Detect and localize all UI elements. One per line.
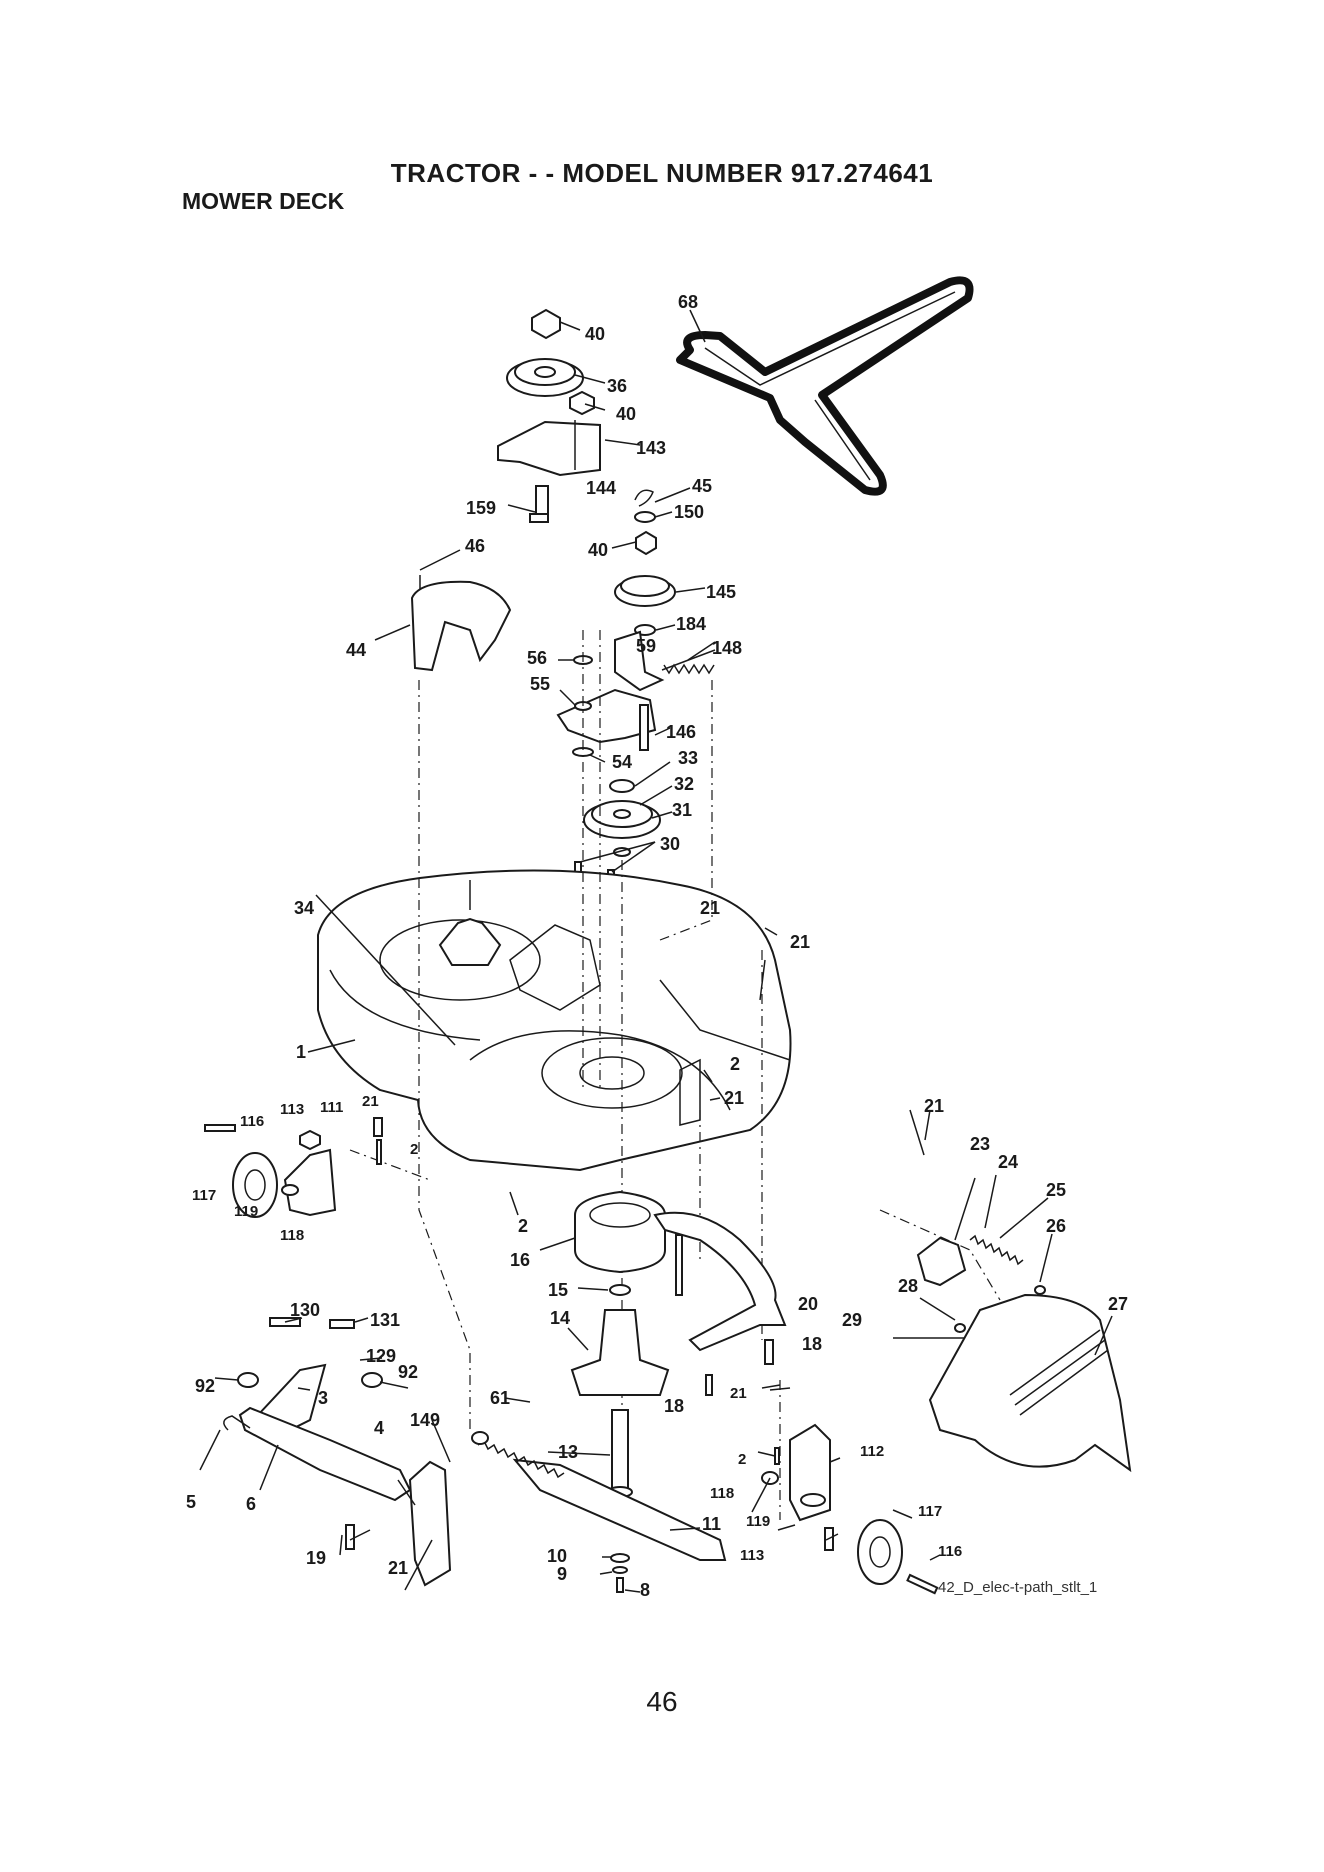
front-linkage (223, 1317, 452, 1587)
callout-150: 150 (674, 502, 704, 522)
callout-5: 5 (186, 1492, 196, 1512)
callout-118-a: 118 (280, 1227, 304, 1244)
callout-117-a: 117 (192, 1187, 216, 1204)
callout-18-b: 18 (664, 1396, 684, 1416)
callout-45: 45 (692, 476, 712, 496)
callout-25: 25 (1046, 1180, 1066, 1200)
idler-assembly-middle (614, 489, 676, 636)
callout-148: 148 (712, 638, 742, 658)
callout-21-f: 21 (730, 1385, 747, 1402)
leader-lines (199, 309, 1113, 1593)
callout-31: 31 (672, 800, 692, 820)
page-title: TRACTOR - - MODEL NUMBER 917.274641 (390, 158, 934, 188)
callout-116-b: 116 (938, 1543, 962, 1560)
callout-11: 11 (702, 1514, 721, 1534)
callout-10: 10 (547, 1546, 567, 1566)
callout-2-a: 2 (730, 1054, 740, 1074)
tension-spring (471, 1431, 565, 1479)
callout-40-a: 40 (585, 324, 605, 344)
callout-13: 13 (558, 1442, 578, 1462)
callout-21-a: 21 (700, 898, 720, 918)
callout-14: 14 (550, 1308, 570, 1328)
callout-34: 34 (294, 898, 314, 918)
callout-113-a: 113 (280, 1101, 304, 1118)
callout-111: 111 (320, 1099, 343, 1116)
drawing-reference: 42_D_elec-t-path_stlt_1 (938, 1579, 1097, 1596)
callout-143: 143 (636, 438, 666, 458)
callout-117-b: 117 (918, 1503, 942, 1520)
callout-59: 59 (636, 636, 656, 656)
page-number: 46 (646, 1686, 678, 1717)
callout-3: 3 (318, 1388, 328, 1408)
callout-119-a: 119 (234, 1203, 258, 1220)
callout-21-b: 21 (790, 932, 810, 952)
discharge-chute (893, 1234, 1132, 1473)
callout-40-c: 40 (588, 540, 608, 560)
right-gauge-wheel (761, 1423, 939, 1595)
callout-144: 144 (586, 478, 616, 498)
callout-27: 27 (1108, 1294, 1128, 1314)
callout-33: 33 (678, 748, 698, 768)
callout-145: 145 (706, 582, 736, 602)
callout-119-b: 119 (746, 1513, 770, 1530)
callout-29: 29 (842, 1310, 862, 1330)
callout-8: 8 (640, 1580, 650, 1600)
callout-19: 19 (306, 1548, 326, 1568)
callout-130: 130 (290, 1300, 320, 1320)
callout-113-b: 113 (740, 1547, 764, 1564)
idler-assembly-top (497, 308, 601, 523)
callout-68: 68 (678, 292, 698, 312)
callout-36: 36 (607, 376, 627, 396)
callout-28: 28 (898, 1276, 918, 1296)
callout-18-a: 18 (802, 1334, 822, 1354)
callout-149: 149 (410, 1410, 440, 1430)
callout-118-b: 118 (710, 1485, 734, 1502)
callout-1: 1 (296, 1042, 306, 1062)
callout-20: 20 (798, 1294, 818, 1314)
callout-116-a: 116 (240, 1113, 264, 1130)
left-gauge-wheel (204, 1117, 383, 1218)
callout-23: 23 (970, 1134, 990, 1154)
callout-26: 26 (1046, 1216, 1066, 1236)
callout-131: 131 (370, 1310, 400, 1330)
callout-21-d: 21 (362, 1093, 379, 1110)
callout-6: 6 (246, 1494, 256, 1514)
callout-32: 32 (674, 774, 694, 794)
callout-21-c: 21 (724, 1088, 744, 1108)
callout-55: 55 (530, 674, 550, 694)
callout-2-c: 2 (518, 1216, 528, 1236)
spindle-assembly (512, 1190, 727, 1593)
callout-146: 146 (666, 722, 696, 742)
callout-184: 184 (676, 614, 706, 634)
section-title: MOWER DECK (182, 188, 345, 214)
callout-129: 129 (366, 1346, 396, 1366)
drive-belt (676, 276, 974, 496)
callout-54: 54 (612, 752, 632, 772)
callout-21-e: 21 (924, 1096, 944, 1116)
callout-112: 112 (860, 1443, 884, 1460)
callout-92-b: 92 (398, 1362, 418, 1382)
belt-guard (410, 575, 512, 672)
callout-15: 15 (548, 1280, 568, 1300)
callout-56: 56 (527, 648, 547, 668)
callout-40-b: 40 (616, 404, 636, 424)
callout-30: 30 (660, 834, 680, 854)
callout-159: 159 (466, 498, 496, 518)
callout-16: 16 (510, 1250, 530, 1270)
callout-46: 46 (465, 536, 485, 556)
callout-44: 44 (346, 640, 366, 660)
callout-92-a: 92 (195, 1376, 215, 1396)
callout-21-g: 21 (388, 1558, 408, 1578)
callout-labels: 68 40 36 40 143 144 45 159 150 46 40 145… (186, 292, 1128, 1600)
callout-24: 24 (998, 1152, 1018, 1172)
baffle (653, 1211, 787, 1396)
callout-61: 61 (490, 1388, 510, 1408)
callout-9: 9 (557, 1564, 567, 1584)
callout-2-b: 2 (410, 1141, 418, 1158)
callout-2-d: 2 (738, 1451, 746, 1468)
callout-4: 4 (374, 1418, 384, 1438)
